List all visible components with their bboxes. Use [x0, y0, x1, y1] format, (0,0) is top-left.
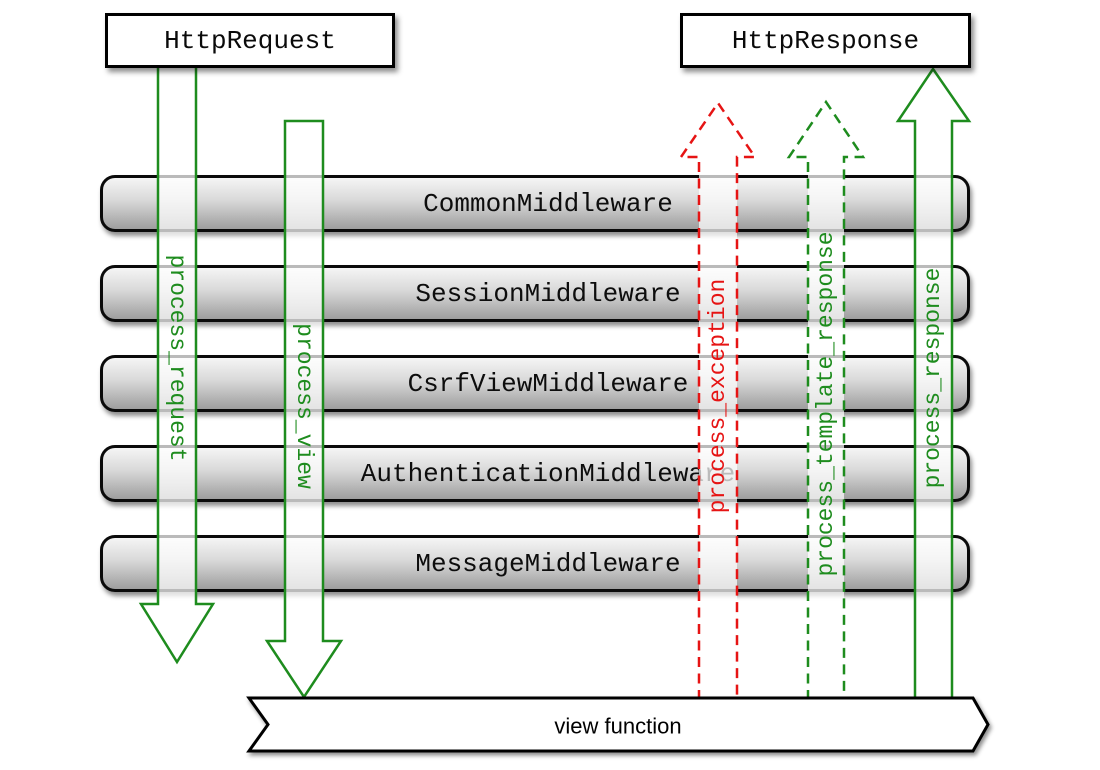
middleware-bar-csrfview: CsrfViewMiddleware — [100, 355, 970, 412]
middleware-bar-authentication: AuthenticationMiddleware — [100, 445, 970, 502]
middleware-bar-label: CsrfViewMiddleware — [407, 368, 689, 399]
middleware-bar-label: MessageMiddleware — [415, 548, 681, 579]
view-function-label: view function — [554, 714, 681, 739]
middleware-bar-label: AuthenticationMiddleware — [360, 458, 736, 489]
middleware-bar-session: SessionMiddleware — [100, 265, 970, 322]
middleware-bar-label: CommonMiddleware — [423, 188, 673, 219]
middleware-bar-message: MessageMiddleware — [100, 535, 970, 592]
http-request-box: HttpRequest — [105, 13, 395, 68]
http-response-label: HttpResponse — [731, 25, 920, 56]
middleware-bar-common: CommonMiddleware — [100, 175, 970, 232]
view-function-banner — [246, 696, 990, 753]
middleware-bar-label: SessionMiddleware — [415, 278, 681, 309]
http-response-box: HttpResponse — [680, 13, 971, 68]
http-request-label: HttpRequest — [164, 25, 336, 56]
